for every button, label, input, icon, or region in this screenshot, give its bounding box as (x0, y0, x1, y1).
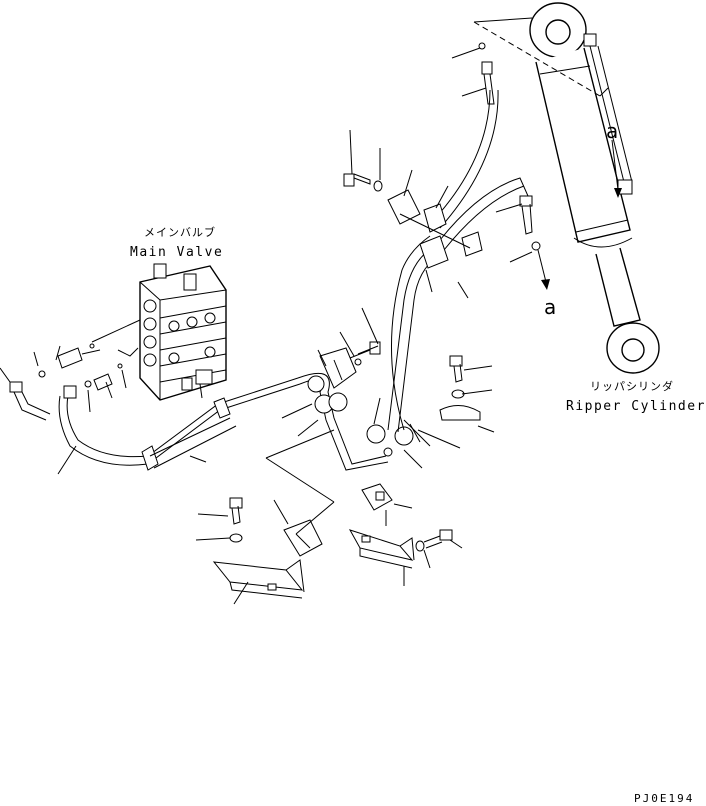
clamp-lower-left (283, 519, 323, 557)
ripper-cylinder-label-en: Ripper Cylinder (566, 399, 706, 414)
clamp-bracket-center (319, 347, 357, 389)
main-valve-label-jp: メインバルブ (144, 225, 216, 239)
adapter-fittings (38, 343, 123, 391)
bolt-lower-right (415, 529, 453, 552)
reference-mark-upper: a (606, 119, 618, 143)
leader-lines (0, 47, 533, 605)
main-valve-label-en: Main Valve (130, 245, 223, 260)
reference-arrow-upper (611, 139, 622, 198)
ripper-cylinder-label-jp: リッパシリンダ (590, 379, 674, 393)
bracket-plate-lower-left (212, 559, 305, 599)
bolt-right (449, 355, 465, 399)
reference-arrow-lower (537, 249, 550, 290)
pipe-clamp-upper (387, 189, 483, 269)
bolt-lower-left (229, 497, 243, 543)
bolt-center (349, 341, 381, 366)
bolt-cylinder-port (519, 195, 541, 251)
bolt-upper-right (478, 42, 495, 105)
hose-assembly-left (9, 377, 301, 471)
ripper-cylinder (473, 2, 660, 374)
reference-mark-lower: a (544, 295, 556, 319)
bolt-upper-left (343, 173, 383, 192)
main-valve (139, 263, 227, 401)
drawing-code: PJ0E194 (634, 792, 694, 805)
clamp-right (361, 405, 481, 511)
hose-assembly-center (297, 89, 529, 471)
bracket-plate-lower-right (348, 529, 415, 569)
